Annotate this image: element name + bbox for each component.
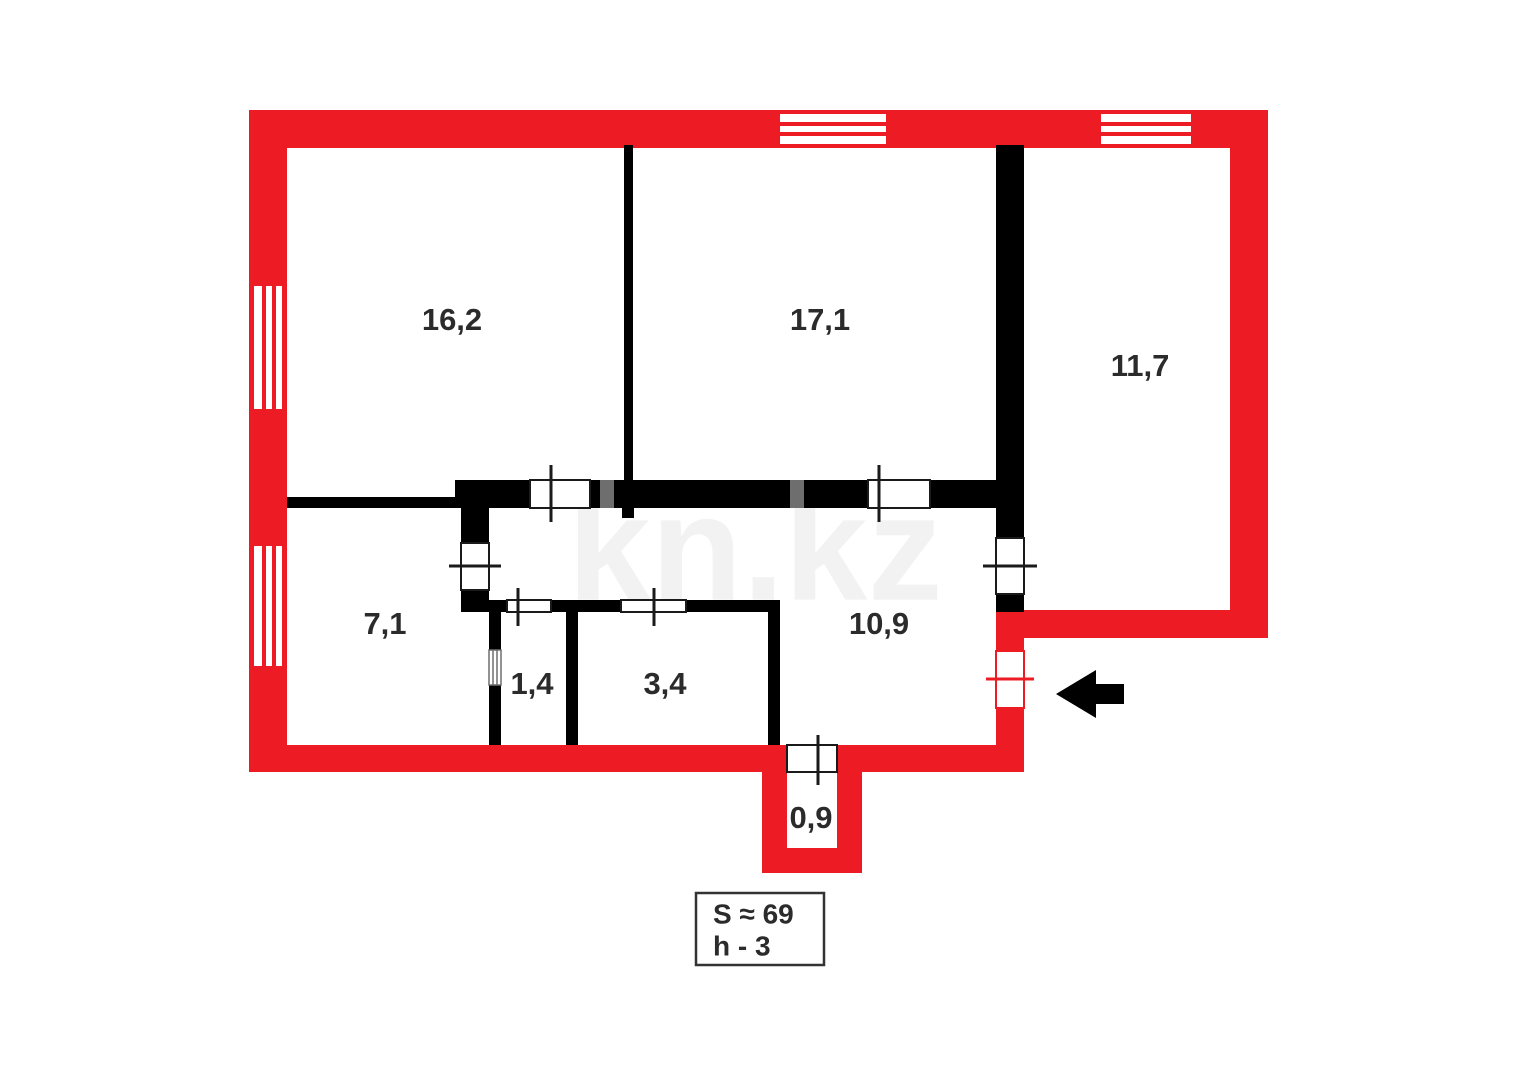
door-room14 [506, 588, 552, 626]
room-label-0-9: 0,9 [789, 800, 832, 835]
wall-column-markers [600, 480, 804, 508]
door-room34 [620, 588, 687, 626]
wall-1434-top-seg2 [551, 600, 621, 612]
exterior-wall-right [1230, 110, 1268, 638]
entrance-direction-arrow [1056, 670, 1124, 718]
window-top-room117 [1099, 112, 1193, 146]
exterior-wall-bottom-right [862, 745, 1024, 772]
wall-71-right-lower [461, 590, 489, 612]
room-label-10-9: 10,9 [849, 606, 909, 641]
exterior-wall-room117-bottom [996, 610, 1268, 638]
room-labels: 16,2 17,1 11,7 7,1 1,4 3,4 10,9 0,9 [363, 302, 1169, 835]
wall-171-117 [996, 145, 1024, 492]
wall-117-corridor-upper [996, 492, 1024, 538]
interior-walls [287, 145, 1024, 745]
column-marker-left [600, 480, 614, 508]
room-label-11-7: 11,7 [1111, 348, 1170, 383]
info-box-height-line: h - 3 [713, 930, 771, 961]
wall-corridor-top-seg3 [930, 480, 996, 508]
column-marker-right [790, 480, 804, 508]
exterior-wall-left [249, 110, 287, 772]
wall-71-right-upper [461, 497, 489, 543]
door-room71-corridor [449, 542, 501, 591]
wall-34-top-seg3 [686, 600, 780, 612]
room-label-3-4: 3,4 [643, 666, 687, 701]
window-left-lower [252, 544, 284, 668]
exterior-walls [249, 110, 1268, 873]
exterior-wall-top [249, 110, 1268, 148]
wall-corridor-top-thin-left [287, 497, 457, 508]
entrance-door [986, 650, 1034, 709]
window-left-upper [252, 284, 284, 411]
vent-mark-room14 [488, 649, 502, 686]
partition-14-34 [566, 600, 578, 745]
door-room171-corridor [867, 465, 931, 522]
wall-stub-below-corridor [622, 508, 634, 518]
wall-corridor-top-seg2 [590, 480, 868, 508]
info-box-area-line: S ≈ 69 [713, 898, 794, 929]
window-top-room171 [778, 112, 888, 146]
exterior-wall-bottom-left [249, 745, 762, 772]
door-room117-corridor [983, 537, 1037, 595]
info-box-frame [694, 891, 826, 967]
wall-117-corridor-lower [996, 594, 1024, 612]
balcony-door [786, 735, 838, 785]
door-room162-corridor [529, 465, 591, 522]
room-label-1-4: 1,4 [510, 666, 554, 701]
room-label-16-2: 16,2 [422, 302, 482, 337]
info-box: S ≈ 69 h - 3 [694, 891, 826, 967]
balcony-wall-bottom [762, 848, 862, 873]
partition-162-171 [624, 145, 633, 492]
room-label-7-1: 7,1 [363, 606, 406, 641]
room-label-17-1: 17,1 [790, 302, 850, 337]
wall-34-right [768, 600, 780, 745]
